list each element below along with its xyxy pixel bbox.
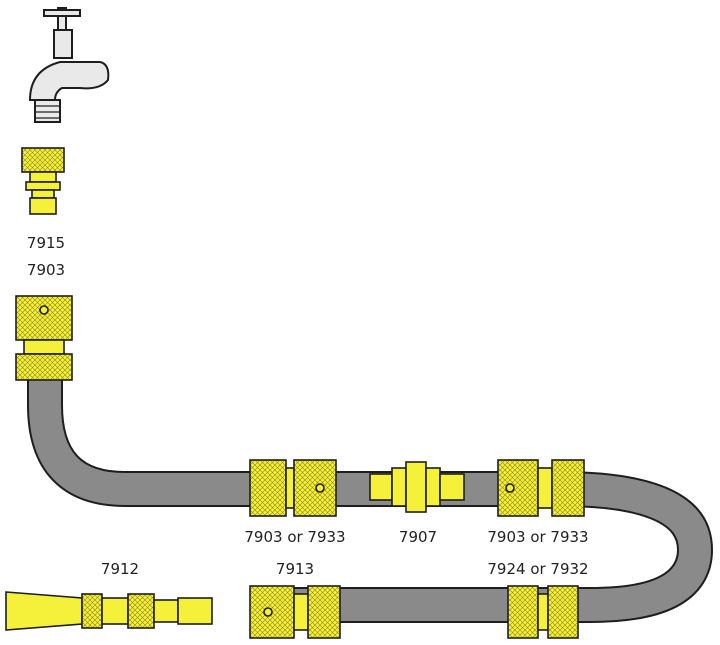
hose-connector-icon	[249, 585, 341, 639]
label-7924-or-7932: 7924 or 7932	[487, 560, 588, 578]
label-7903-or-7933-right: 7903 or 7933	[487, 528, 588, 546]
hose-connector-icon	[249, 459, 337, 517]
tap-connector-icon	[21, 147, 65, 215]
tap-icon	[28, 7, 110, 123]
label-7903-or-7933-left: 7903 or 7933	[244, 528, 345, 546]
hose-nozzle-icon	[5, 591, 213, 631]
label-7915: 7915	[27, 234, 65, 252]
hose-connector-icon	[15, 295, 73, 381]
label-7912: 7912	[101, 560, 139, 578]
double-male-connector-icon	[369, 461, 465, 513]
hose-connector-icon	[497, 459, 585, 517]
hose-repair-connector-icon	[507, 585, 579, 639]
label-7907: 7907	[399, 528, 437, 546]
label-7903-top: 7903	[27, 261, 65, 279]
label-7913: 7913	[276, 560, 314, 578]
